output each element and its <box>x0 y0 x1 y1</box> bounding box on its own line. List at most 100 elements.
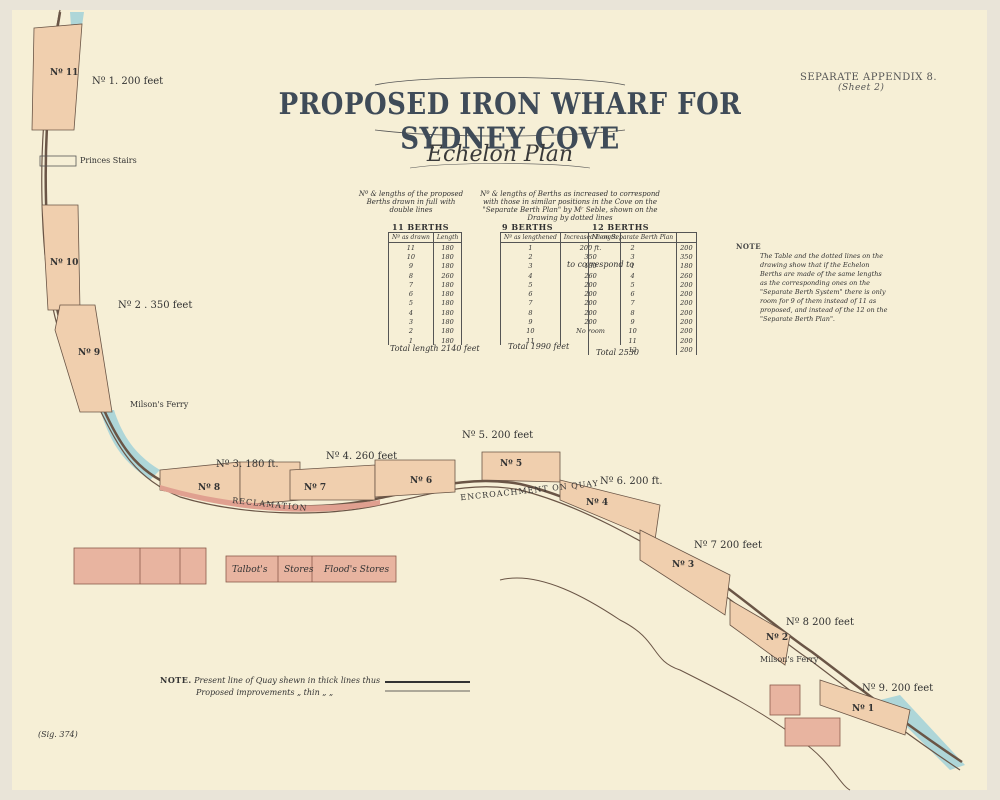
label-no7: Nº 7 200 feet <box>694 540 762 551</box>
table-cell: 7 <box>500 298 561 309</box>
berth-number-8: Nº 8 <box>198 483 221 493</box>
table11-total: Total length 2140 feet <box>390 344 480 353</box>
table12-title: 12 BERTHS <box>592 222 650 232</box>
table-cell: 1 <box>587 261 678 271</box>
table-cell: 4 <box>500 270 561 281</box>
table-cell: 9 <box>500 317 561 327</box>
berth-1-shape <box>819 679 911 736</box>
table-cell: 3 <box>500 261 561 271</box>
bottom-note-line1: Present line of Quay shewn in thick line… <box>194 676 381 685</box>
table-cell: 10 <box>587 326 678 336</box>
princes-stairs-shape <box>39 155 77 167</box>
table9-total-label: Total <box>508 342 529 351</box>
label-talbots: Talbot's <box>232 565 268 575</box>
east-headland <box>499 577 851 791</box>
table-cell: 9 <box>388 261 434 271</box>
berth-number-7: Nº 7 <box>304 483 327 493</box>
berth-11-shape <box>31 23 83 131</box>
table-cell: 200 <box>676 280 697 290</box>
berth-number-3: Nº 3 <box>672 560 695 570</box>
table-cell: 8 <box>388 270 434 281</box>
table-cell: 180 <box>432 242 463 253</box>
berth-number-11: Nº 11 <box>50 68 79 78</box>
berth-7-shape <box>289 464 376 501</box>
label-floods-stores: Flood's Stores <box>324 565 390 575</box>
berth-number-9: Nº 9 <box>78 348 101 358</box>
berth-9-shape <box>54 304 113 413</box>
berth-3-shape <box>639 529 731 616</box>
berth-number-10: Nº 10 <box>50 258 79 268</box>
table-cell: 5 <box>388 298 434 309</box>
description-left: Nº & lengths of the proposed Berths draw… <box>358 190 464 214</box>
table9-total: Total 1990 feet <box>508 342 569 351</box>
table-cell: 8 <box>587 308 678 318</box>
map-title: PROPOSED IRON WHARF FOR SYDNEY COVE <box>278 87 742 157</box>
table-cell: 2 <box>587 242 678 253</box>
store-block-4 <box>784 717 841 747</box>
table-cell: 180 <box>432 317 463 327</box>
table-cell: 2 <box>388 326 434 336</box>
table-cell: 10 <box>388 252 434 262</box>
table-cell: 180 <box>432 252 463 262</box>
table-cell: 200 <box>676 345 697 355</box>
label-no1: Nº 1. 200 feet <box>92 76 164 87</box>
table-cell: 180 <box>432 308 463 318</box>
table12-total: Total 2530 <box>596 348 639 357</box>
bottom-note: NOTE. Present line of Quay shewn in thic… <box>160 674 380 699</box>
table9-title: 9 BERTHS <box>502 222 554 232</box>
table-cell: 260 <box>676 270 697 281</box>
note-right-body: The Table and the dotted lines on the dr… <box>760 252 888 323</box>
table-cell: 180 <box>432 261 463 271</box>
label-princes-stairs: Princes Stairs <box>80 156 137 165</box>
table-cell: 11 <box>587 335 678 346</box>
table-cell: 180 <box>432 335 463 346</box>
berth-number-4: Nº 4 <box>586 498 609 508</box>
berth-number-1: Nº 1 <box>852 704 875 714</box>
bottom-note-head: NOTE. <box>160 675 192 685</box>
label-no2: Nº 2 . 350 feet <box>118 300 193 311</box>
table-cell: 180 <box>432 326 463 336</box>
reclamation-strip <box>160 485 380 512</box>
berth-number-5: Nº 5 <box>500 459 523 469</box>
table-cell: 180 <box>432 289 463 299</box>
appendix-line2: (Sheet 2) <box>838 83 885 93</box>
table-cell: 260 <box>432 270 463 281</box>
description-right: Nº & lengths of Berths as increased to c… <box>480 190 660 222</box>
label-no8: Nº 8 200 feet <box>786 617 854 628</box>
label-no3: Nº 3. 180 ft. <box>216 459 279 470</box>
table-cell: 1 <box>500 242 561 253</box>
berth-2-shape <box>729 599 791 666</box>
table-cell: 180 <box>432 298 463 309</box>
table-cell: 7 <box>587 298 678 309</box>
table-cell: 200 <box>676 298 697 309</box>
table-cell: 1 <box>388 335 434 346</box>
appendix-line1: SEPARATE APPENDIX 8. <box>800 72 938 83</box>
table9-header-1: Nº as lengthened <box>500 232 561 243</box>
label-milsons-ferry: Milson's Ferry <box>130 400 189 409</box>
store-block-3 <box>769 684 801 716</box>
table9-total-value: 1990 feet <box>530 342 570 351</box>
table-cell: 200 <box>676 308 697 318</box>
map-subtitle: Echelon Plan <box>426 142 574 167</box>
